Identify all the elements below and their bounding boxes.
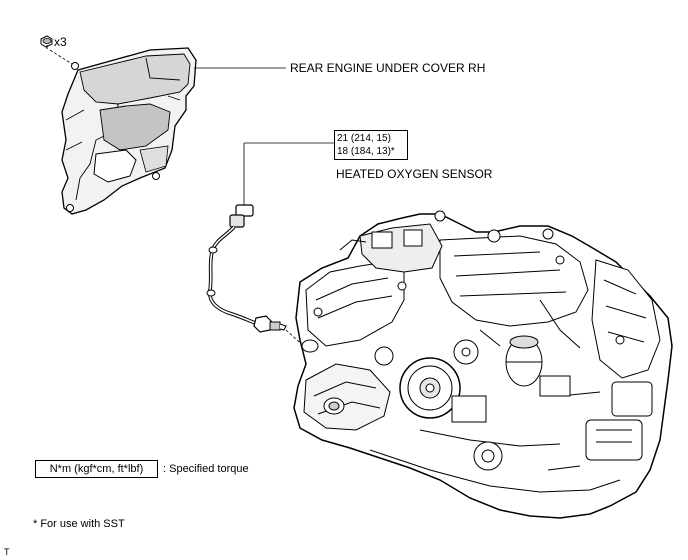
sensor-label: HEATED OXYGEN SENSOR (336, 167, 493, 181)
bolt-icon (40, 35, 53, 49)
footnote: * For use with SST (33, 518, 125, 530)
under-cover-part (61, 47, 197, 215)
corner-mark: T (4, 547, 10, 557)
bolt-count-label: x3 (54, 35, 67, 49)
legend-description: : Specified torque (163, 463, 249, 475)
legend-torque-box: N*m (kgf*cm, ft*lbf) (35, 460, 158, 478)
torque-spec-line1: 21 (214, 15) (337, 133, 391, 144)
cover-label: REAR ENGINE UNDER COVER RH (290, 61, 486, 75)
torque-spec-line2: 18 (184, 13)* (337, 146, 395, 157)
engine-block (293, 210, 673, 519)
torque-spec-box: 21 (214, 15) 18 (184, 13)* (334, 130, 408, 160)
oxygen-sensor-part (206, 204, 287, 333)
bolt-leader (49, 49, 73, 65)
